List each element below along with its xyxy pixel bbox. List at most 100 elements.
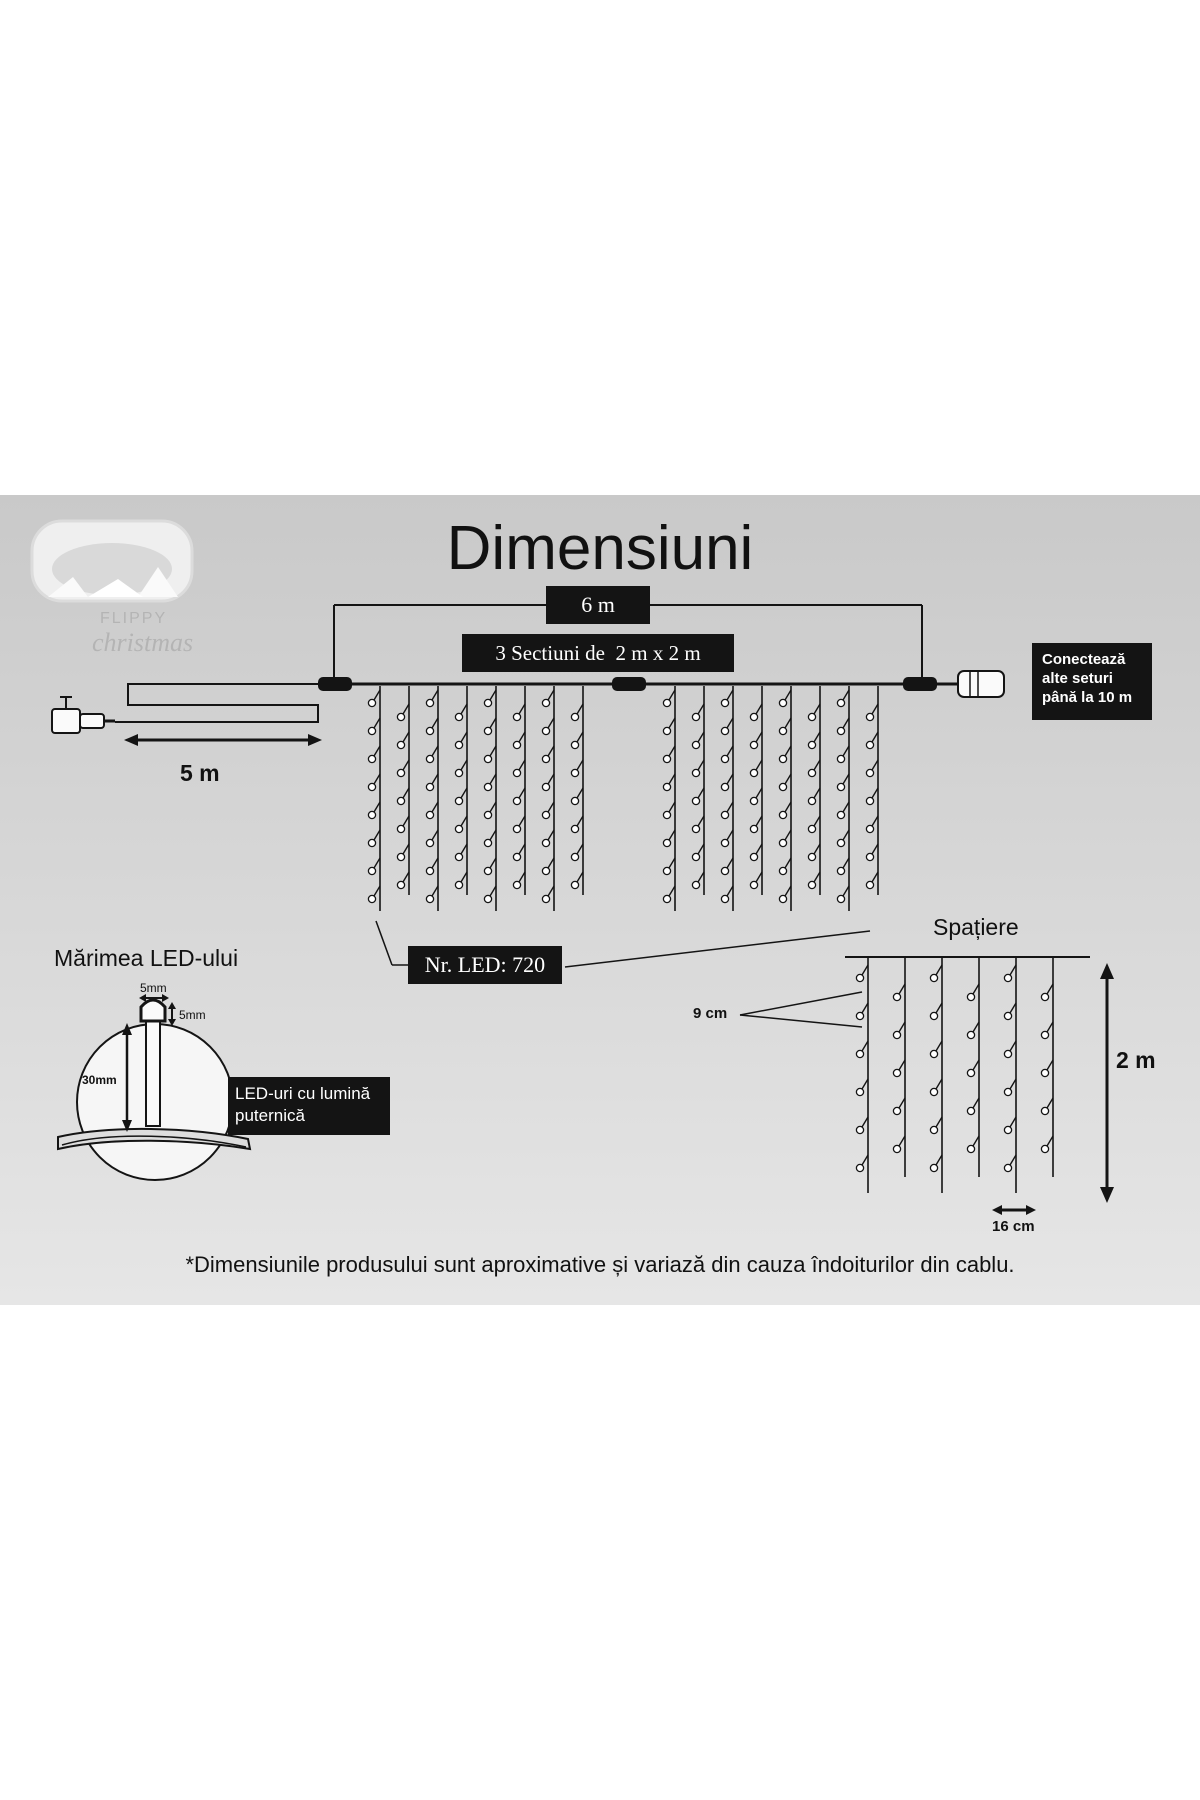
led-bulb bbox=[396, 740, 406, 750]
led-bulb bbox=[929, 1011, 939, 1021]
led-bulb bbox=[720, 698, 730, 708]
led-bulb bbox=[778, 782, 788, 792]
led-bulb bbox=[807, 852, 817, 862]
led-bulb bbox=[855, 973, 865, 983]
led-strand bbox=[691, 686, 705, 895]
led-bulb bbox=[865, 712, 875, 722]
led-bulb bbox=[662, 726, 672, 736]
led-bulb bbox=[570, 852, 580, 862]
connect-note-line2: alte seturi bbox=[1042, 670, 1113, 687]
led-bulb bbox=[929, 1087, 939, 1097]
led-bulb bbox=[691, 740, 701, 750]
page-title: Dimensiuni bbox=[446, 514, 754, 583]
led-bulb bbox=[929, 1125, 939, 1135]
led-bulb bbox=[966, 1068, 976, 1078]
led-bulb bbox=[749, 824, 759, 834]
led-bulb bbox=[367, 894, 377, 904]
led-bulb bbox=[892, 1030, 902, 1040]
led-bulb bbox=[966, 992, 976, 1002]
led-bulb bbox=[541, 838, 551, 848]
led-strand bbox=[367, 686, 381, 911]
led-bulb bbox=[396, 712, 406, 722]
led-bulb bbox=[691, 768, 701, 778]
led-strand bbox=[1040, 957, 1054, 1177]
led-bulb bbox=[720, 726, 730, 736]
led-bulb bbox=[425, 782, 435, 792]
led-bulb bbox=[367, 838, 377, 848]
led-strand bbox=[966, 957, 980, 1177]
led-bulb bbox=[778, 810, 788, 820]
led-bulb bbox=[865, 768, 875, 778]
led-length-label: 30mm bbox=[82, 1073, 117, 1087]
led-bulb bbox=[807, 796, 817, 806]
led-bulb bbox=[865, 824, 875, 834]
led-bulb bbox=[778, 866, 788, 876]
led-bulb bbox=[454, 768, 464, 778]
led-strand bbox=[778, 686, 792, 911]
led-strand bbox=[865, 686, 879, 895]
led-strand bbox=[836, 686, 850, 911]
led-bulb bbox=[1003, 973, 1013, 983]
led-bulb bbox=[778, 894, 788, 904]
led-size-heading: Mărimea LED-ului bbox=[54, 945, 239, 971]
led-bulb bbox=[1003, 1049, 1013, 1059]
led-bulb bbox=[749, 712, 759, 722]
led-bulb bbox=[966, 1144, 976, 1154]
led-strand bbox=[512, 686, 526, 895]
curtain-diagram bbox=[51, 604, 1114, 1215]
led-bulb bbox=[1040, 1144, 1050, 1154]
led-bulb bbox=[367, 810, 377, 820]
vertical-spacing-pointer bbox=[739, 991, 863, 1016]
led-bulb bbox=[454, 824, 464, 834]
disclaimer: *Dimensiunile produsului sunt aproximati… bbox=[185, 1252, 1015, 1277]
led-strand bbox=[749, 686, 763, 895]
led-bulb bbox=[425, 810, 435, 820]
led-bulb bbox=[512, 768, 522, 778]
led-bulb bbox=[836, 838, 846, 848]
led-bulb bbox=[966, 1106, 976, 1116]
led-bulb bbox=[367, 698, 377, 708]
power-cable bbox=[115, 683, 319, 723]
power-adapter bbox=[51, 696, 115, 734]
led-bulb bbox=[570, 768, 580, 778]
led-strand bbox=[570, 686, 584, 895]
led-bulb bbox=[720, 782, 730, 792]
led-bulb bbox=[483, 866, 493, 876]
led-bulb bbox=[807, 824, 817, 834]
sections-label: 3 Sectiuni de 2 m x 2 m bbox=[462, 634, 734, 672]
connector-right bbox=[903, 677, 937, 691]
led-bulb bbox=[512, 740, 522, 750]
led-bulb bbox=[720, 838, 730, 848]
led-bulb bbox=[855, 1087, 865, 1097]
led-bulb bbox=[541, 754, 551, 764]
led-bulb bbox=[425, 726, 435, 736]
led-strand bbox=[855, 957, 869, 1193]
led-bulb bbox=[454, 740, 464, 750]
led-bulb bbox=[749, 768, 759, 778]
led-bulb bbox=[483, 838, 493, 848]
led-bulb bbox=[807, 740, 817, 750]
led-bulb bbox=[454, 712, 464, 722]
led-bulb bbox=[749, 740, 759, 750]
led-bulb bbox=[1003, 1087, 1013, 1097]
led-bulb bbox=[1003, 1125, 1013, 1135]
led-bulb bbox=[570, 796, 580, 806]
led-bulb bbox=[454, 880, 464, 890]
led-bulb bbox=[541, 866, 551, 876]
led-bulb bbox=[749, 796, 759, 806]
led-bulb bbox=[541, 698, 551, 708]
led-bulb bbox=[570, 824, 580, 834]
end-plug bbox=[957, 670, 1005, 698]
led-bulb bbox=[454, 852, 464, 862]
led-bulb bbox=[855, 1011, 865, 1021]
connector-middle bbox=[612, 677, 646, 691]
led-bulb bbox=[512, 852, 522, 862]
led-bulb bbox=[865, 880, 875, 890]
led-bulb bbox=[425, 698, 435, 708]
led-bulb bbox=[892, 1068, 902, 1078]
connect-note-line3: până la 10 m bbox=[1042, 689, 1133, 706]
led-count-pointer bbox=[375, 920, 393, 966]
led-bulb bbox=[367, 782, 377, 792]
sections-size: 2 m x 2 m bbox=[615, 641, 701, 665]
led-bulb bbox=[454, 796, 464, 806]
